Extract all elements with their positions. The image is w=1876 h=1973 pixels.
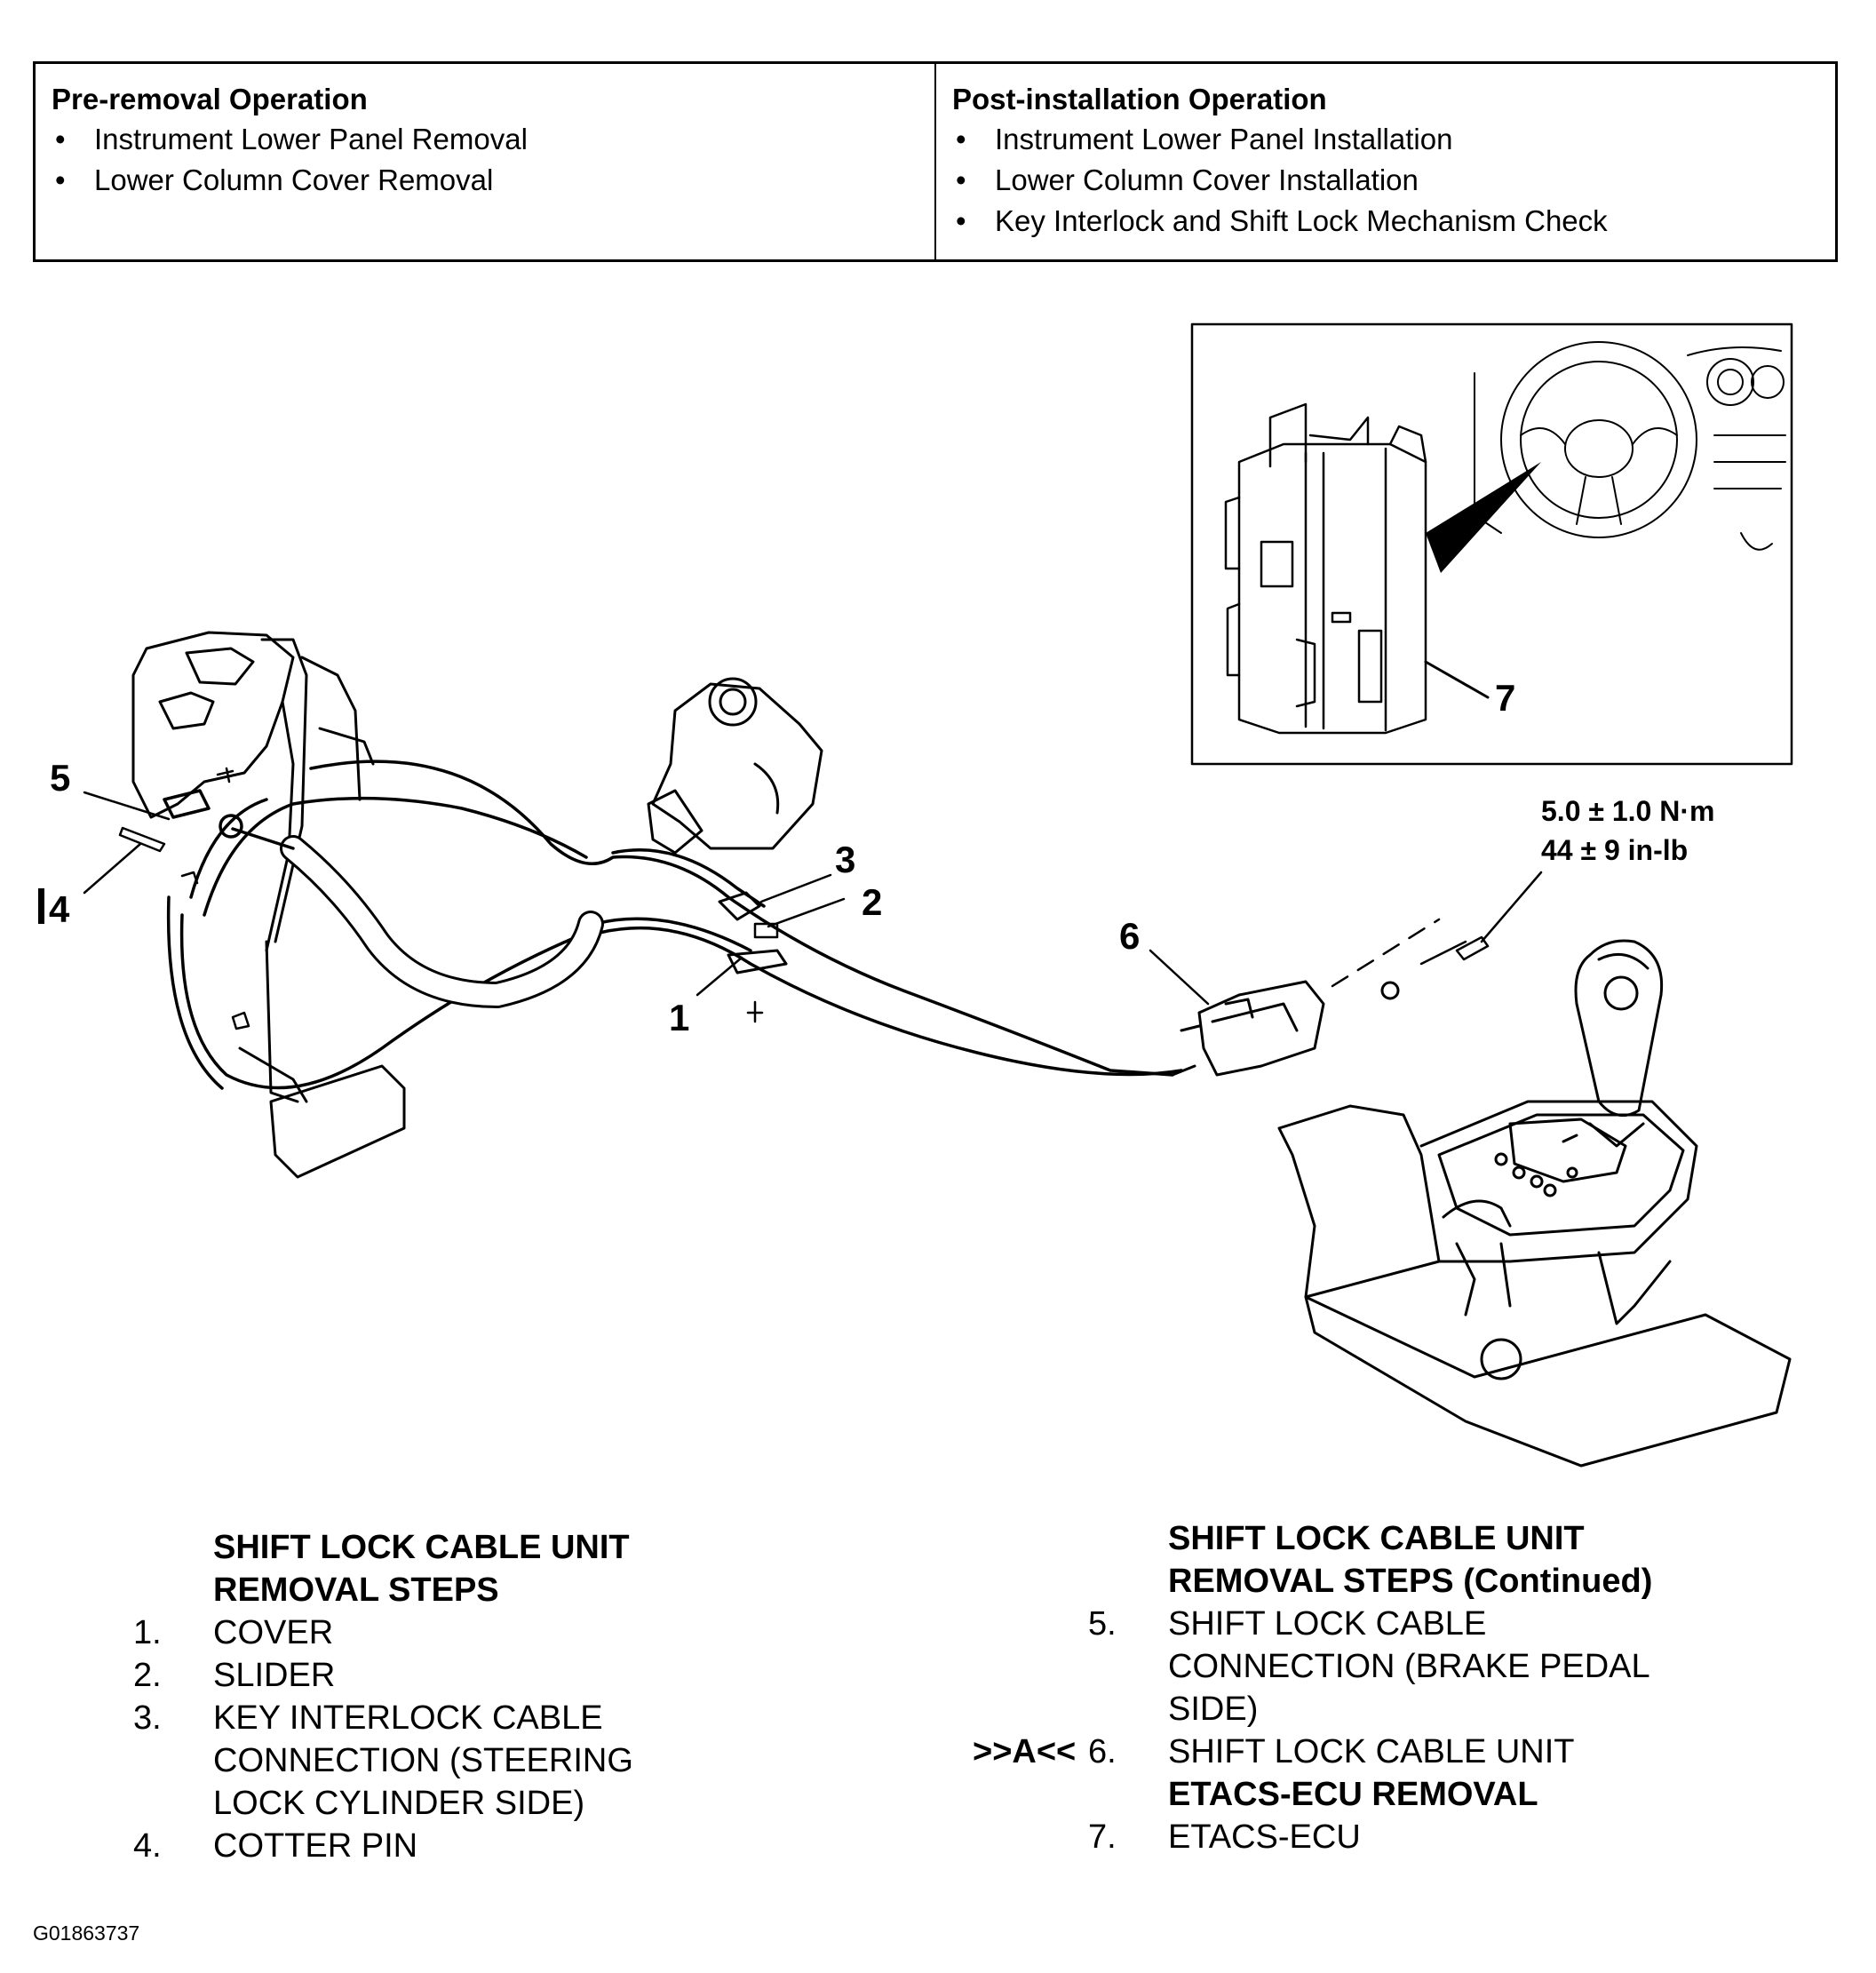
- procedure-mark: [973, 1816, 1088, 1858]
- step-number: [133, 1739, 213, 1782]
- step-text: COVER: [213, 1614, 334, 1651]
- step-number: 5.: [1088, 1605, 1117, 1643]
- removal-steps-heading: SHIFT LOCK CABLE UNIT: [213, 1529, 630, 1566]
- step-number: 6.: [1088, 1733, 1117, 1770]
- leader-lines: [83, 791, 1543, 1006]
- step-number: 4.: [133, 1827, 162, 1865]
- procedure-mark: >>A<<: [973, 1733, 1077, 1770]
- step-number: [1088, 1645, 1168, 1688]
- step-number: 1.: [133, 1614, 162, 1651]
- removal-steps-continued-list: SHIFT LOCK CABLE UNIT REMOVAL STEPS (Con…: [973, 1517, 1772, 1858]
- step-number: 3.: [133, 1699, 162, 1737]
- step-text: SLIDER: [213, 1657, 336, 1694]
- etacs-ecu-removal-heading: ETACS-ECU REMOVAL: [1168, 1776, 1538, 1813]
- operations-table: Pre-removal Operation Instrument Lower P…: [33, 61, 1838, 262]
- step-row: LOCK CYLINDER SIDE): [133, 1782, 755, 1825]
- bolt: [1455, 935, 1490, 961]
- step-row: >>A<< 6. SHIFT LOCK CABLE UNIT: [973, 1730, 1772, 1773]
- step-row: 1. COVER: [133, 1611, 755, 1654]
- etacs-ecu-inset: [1190, 322, 1793, 766]
- pre-removal-item: Instrument Lower Panel Removal: [52, 119, 918, 160]
- callout-6: 6: [1119, 915, 1140, 957]
- step-text: CONNECTION (BRAKE PEDAL: [1168, 1648, 1650, 1685]
- removal-steps-list: SHIFT LOCK CABLE UNIT REMOVAL STEPS 1. CO…: [133, 1526, 755, 1867]
- post-installation-heading: Post-installation Operation: [952, 83, 1327, 115]
- step-text: SHIFT LOCK CABLE: [1168, 1605, 1487, 1643]
- post-installation-list: Instrument Lower Panel Installation Lowe…: [952, 119, 1819, 242]
- pedal-pad: [269, 1064, 406, 1179]
- figure-id: G01863737: [33, 1921, 140, 1945]
- step-number: 2.: [133, 1657, 162, 1694]
- step-row: 2. SLIDER: [133, 1654, 755, 1697]
- step-text: SHIFT LOCK CABLE UNIT: [1168, 1733, 1575, 1770]
- pointer-wedge: [1426, 462, 1541, 573]
- procedure-mark: [973, 1603, 1088, 1645]
- step-text: ETACS-ECU: [1168, 1818, 1361, 1856]
- torque-metric: 5.0 ± 1.0 N·m: [1541, 795, 1714, 827]
- step-text: COTTER PIN: [213, 1827, 418, 1865]
- shift-lock-cable-illustration: 5 4 1 2 3 6 7 5.0 ± 1.0 N·m 44 ± 9 in-lb: [38, 322, 1793, 1468]
- removal-steps-heading: REMOVAL STEPS: [213, 1571, 499, 1609]
- step-text: KEY INTERLOCK CABLE: [213, 1699, 603, 1737]
- post-installation-column: Post-installation Operation Instrument L…: [934, 64, 1835, 259]
- cable-routing: [118, 760, 1183, 1090]
- etacs-ecu-drawing: [1224, 402, 1427, 735]
- step-number: [1088, 1688, 1168, 1730]
- step-text: SIDE): [1168, 1691, 1259, 1728]
- pre-removal-heading: Pre-removal Operation: [52, 83, 368, 115]
- step-row: 4. COTTER PIN: [133, 1825, 755, 1867]
- callout-labels: 5 4 1 2 3 6 7 5.0 ± 1.0 N·m 44 ± 9 in-lb: [38, 677, 1714, 1038]
- steering-wheel-drawing: [1474, 341, 1786, 551]
- callout-5: 5: [50, 757, 70, 799]
- callout-4-bar: [38, 888, 44, 924]
- steering-lock-cylinder: [647, 677, 823, 855]
- callout-1: 1: [669, 997, 689, 1038]
- pre-removal-list: Instrument Lower Panel Removal Lower Col…: [52, 119, 918, 201]
- step-number: [133, 1782, 213, 1825]
- step-row: 5. SHIFT LOCK CABLE: [973, 1603, 1772, 1645]
- step-row: 7. ETACS-ECU: [973, 1816, 1772, 1858]
- step-number: 7.: [1088, 1818, 1117, 1856]
- step-row: SIDE): [973, 1688, 1772, 1730]
- step-row: CONNECTION (BRAKE PEDAL: [973, 1645, 1772, 1688]
- leader-line-7: [1424, 660, 1490, 699]
- procedure-mark: [973, 1688, 1088, 1730]
- pre-removal-item: Lower Column Cover Removal: [52, 160, 918, 201]
- procedure-mark: [973, 1645, 1088, 1688]
- post-installation-item: Key Interlock and Shift Lock Mechanism C…: [952, 201, 1819, 242]
- callout-7: 7: [1495, 677, 1515, 719]
- step-text: LOCK CYLINDER SIDE): [213, 1785, 585, 1822]
- torque-imperial: 44 ± 9 in-lb: [1541, 834, 1688, 866]
- pre-removal-column: Pre-removal Operation Instrument Lower P…: [36, 64, 934, 259]
- step-row: 3. KEY INTERLOCK CABLE: [133, 1697, 755, 1739]
- step-row: CONNECTION (STEERING: [133, 1739, 755, 1782]
- removal-steps-continued-heading: SHIFT LOCK CABLE UNIT: [1168, 1520, 1585, 1557]
- step-text: CONNECTION (STEERING: [213, 1742, 633, 1779]
- shift-lever-assembly: [1171, 918, 1792, 1468]
- post-installation-item: Instrument Lower Panel Installation: [952, 119, 1819, 160]
- callout-4: 4: [49, 888, 70, 930]
- callout-2: 2: [862, 881, 882, 923]
- removal-steps-continued-heading: REMOVAL STEPS (Continued): [1168, 1563, 1653, 1600]
- callout-3: 3: [835, 839, 855, 880]
- post-installation-item: Lower Column Cover Installation: [952, 160, 1819, 201]
